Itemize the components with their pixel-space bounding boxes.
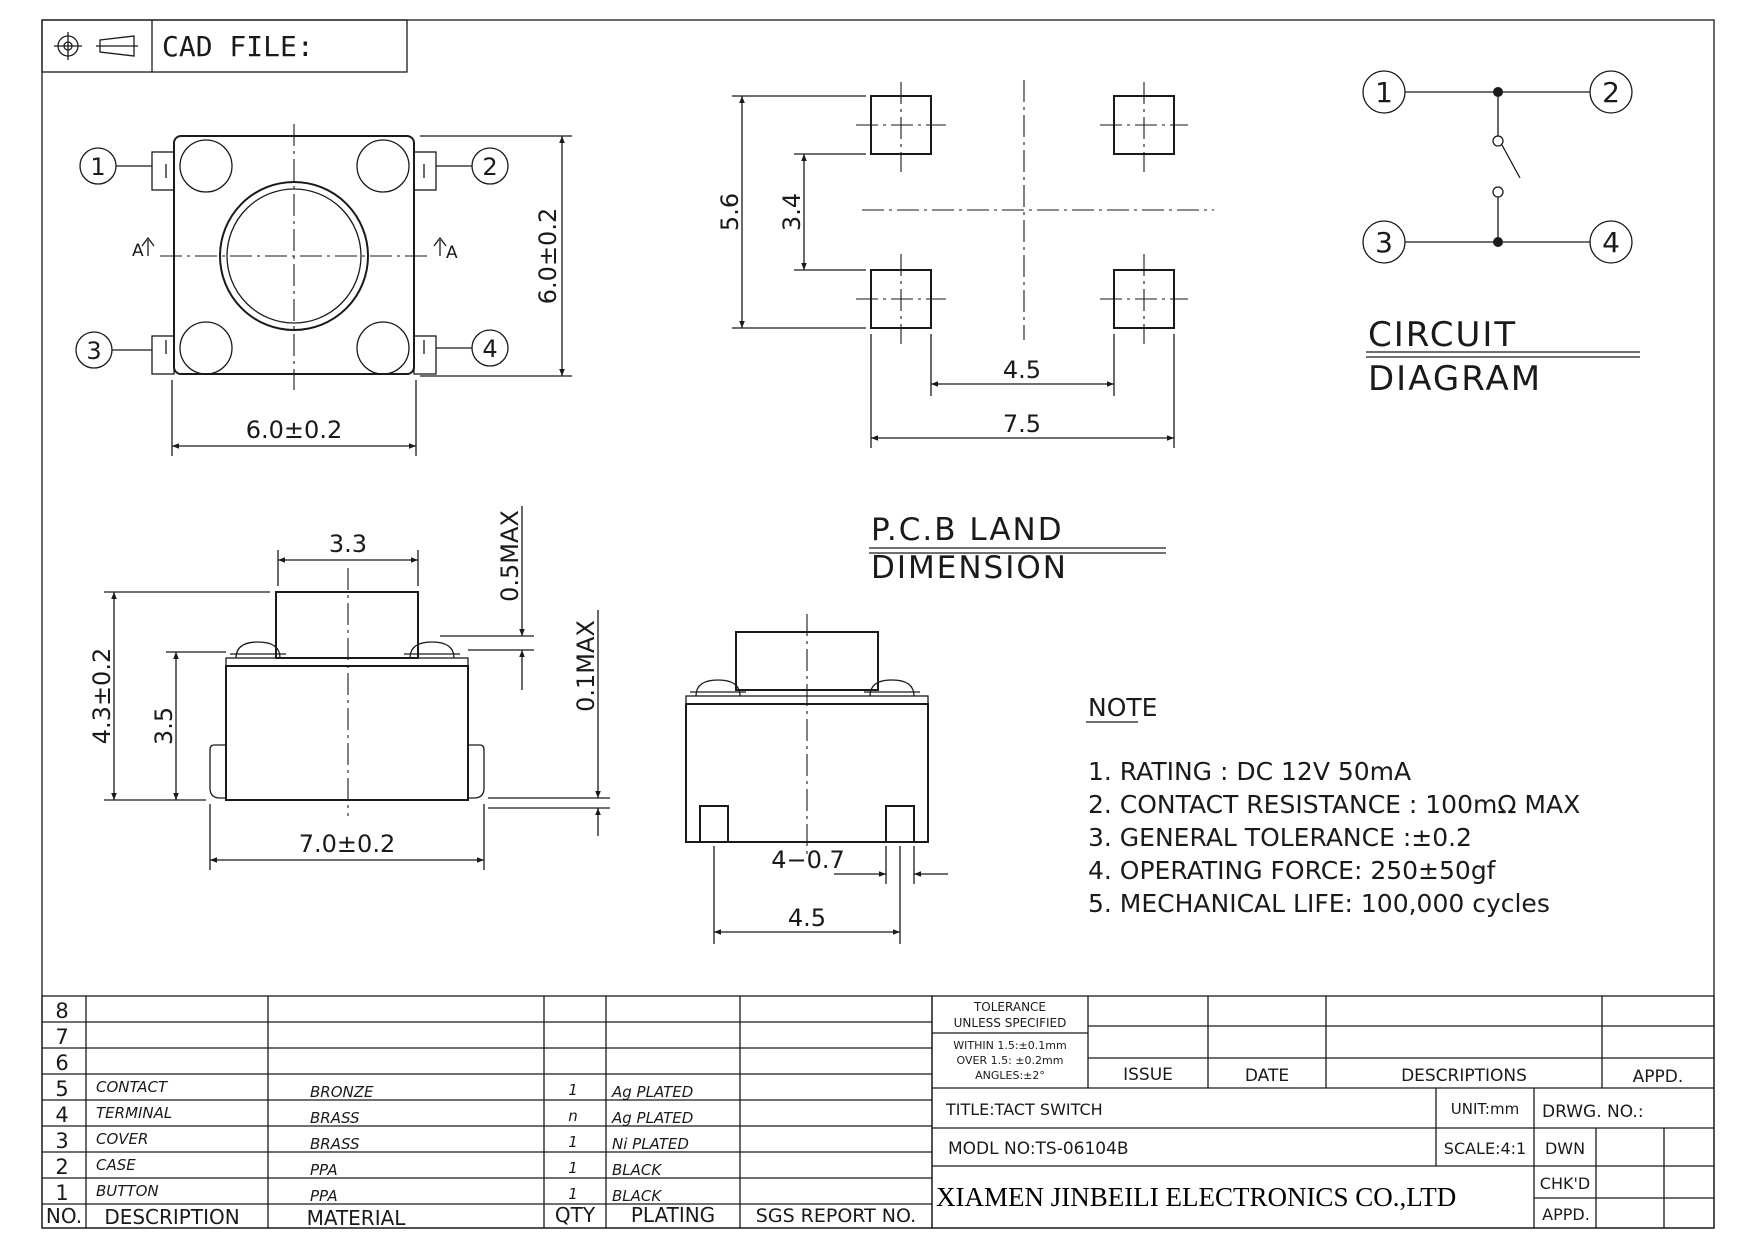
appd-label: APPD. xyxy=(1633,1067,1684,1087)
bom-row-material: PPA xyxy=(310,1161,338,1179)
notes-section: NOTE 1. RATING : DC 12V 50mA 2. CONTACT … xyxy=(1086,693,1580,918)
section-label-right: A xyxy=(446,243,458,263)
note-item: 1. RATING : DC 12V 50mA xyxy=(1088,757,1411,786)
bom-header-qty: QTY xyxy=(555,1203,596,1227)
pcb-land-view: 5.6 3.4 4.5 7.5 P.C.B LAND DIMENSION xyxy=(716,80,1214,586)
top-pin-4: 4 xyxy=(482,335,497,363)
bom-row-qty: n xyxy=(568,1107,578,1125)
bom-row-description: BUTTON xyxy=(96,1182,159,1200)
side-dim-3-3: 3.3 xyxy=(329,530,367,558)
circuit-diagram: 1 2 3 4 CIRCUIT DIAGRAM xyxy=(1362,70,1640,399)
top-height-dim: 6.0±0.2 xyxy=(534,208,562,304)
circuit-pin-2: 2 xyxy=(1602,76,1620,109)
bom-row-no: 8 xyxy=(55,999,68,1023)
bom-row-qty: 1 xyxy=(568,1185,578,1203)
tolerance-angles: ANGLES:±2° xyxy=(975,1069,1045,1082)
note-item: 4. OPERATING FORCE: 250±50gf xyxy=(1088,856,1497,885)
bom-table: 8 7 6 5 4 3 2 1 CONTACT TERMINAL COVER C… xyxy=(41,995,933,1230)
bom-row-qty: 1 xyxy=(568,1159,578,1177)
bom-row-no: 2 xyxy=(55,1155,68,1179)
descriptions-label: DESCRIPTIONS xyxy=(1401,1066,1527,1086)
top-pin-3: 3 xyxy=(86,337,101,365)
drawing-number-label: DRWG. NO.: xyxy=(1542,1102,1644,1122)
top-width-dim: 6.0±0.2 xyxy=(246,416,342,444)
bom-row-no: 7 xyxy=(55,1025,68,1049)
circuit-pin-3: 3 xyxy=(1375,226,1393,259)
bom-row-qty: 1 xyxy=(568,1133,578,1151)
cad-file-label: CAD FILE: xyxy=(162,30,314,63)
date-label: DATE xyxy=(1245,1066,1289,1086)
bom-row-material: BRONZE xyxy=(310,1083,374,1101)
bom-row-material: BRASS xyxy=(310,1135,360,1153)
bom-row-no: 6 xyxy=(55,1051,68,1075)
dwn-label: DWN xyxy=(1545,1139,1585,1158)
bom-row-material: BRASS xyxy=(310,1109,360,1127)
company-name: XIAMEN JINBEILI ELECTRONICS CO.,LTD xyxy=(936,1182,1456,1212)
bom-row-description: COVER xyxy=(96,1130,148,1148)
bom-header-plating: PLATING xyxy=(631,1203,715,1227)
model-number: MODL NO:TS-06104B xyxy=(948,1139,1129,1159)
note-item: 3. GENERAL TOLERANCE :±0.2 xyxy=(1088,823,1472,852)
side-view: 3.3 0.5MAX 4.3±0.2 3.5 0.1MAX 7.0±0.2 xyxy=(88,506,610,870)
front-view: 4−0.7 4.5 xyxy=(685,614,948,944)
bom-row-description: CONTACT xyxy=(96,1078,169,1096)
pcb-dim-5-6: 5.6 xyxy=(716,193,744,231)
side-dim-0-5max: 0.5MAX xyxy=(496,510,524,602)
bom-row-plating: BLACK xyxy=(612,1187,662,1205)
circuit-title-line2: DIAGRAM xyxy=(1368,359,1542,399)
bom-header-no: NO. xyxy=(46,1204,82,1228)
side-dim-7-0: 7.0±0.2 xyxy=(299,830,395,858)
issue-label: ISSUE xyxy=(1123,1065,1173,1085)
circuit-title-line1: CIRCUIT xyxy=(1368,315,1517,355)
bom-header-description: DESCRIPTION xyxy=(104,1205,239,1229)
bom-row-plating: BLACK xyxy=(612,1161,662,1179)
bom-row-description: TERMINAL xyxy=(96,1104,172,1122)
appd2-label: APPD. xyxy=(1542,1205,1590,1224)
bom-row-plating: Ag PLATED xyxy=(611,1083,693,1101)
drawing-border xyxy=(41,19,1715,1229)
pcb-dim-3-4: 3.4 xyxy=(778,193,806,231)
pcb-title-line2: DIMENSION xyxy=(871,550,1068,586)
scale-label: SCALE:4:1 xyxy=(1444,1139,1526,1158)
side-dim-3-5: 3.5 xyxy=(150,707,178,745)
section-label-left: A xyxy=(132,241,144,261)
tolerance-heading: TOLERANCE xyxy=(973,1000,1046,1014)
bom-row-plating: Ag PLATED xyxy=(611,1109,693,1127)
drawing-title: TITLE:TACT SWITCH xyxy=(945,1100,1103,1119)
projection-symbol-icon xyxy=(54,32,138,60)
note-item: 5. MECHANICAL LIFE: 100,000 cycles xyxy=(1088,889,1550,918)
top-pin-1: 1 xyxy=(90,153,105,181)
top-pin-2: 2 xyxy=(482,153,497,181)
bom-row-no: 3 xyxy=(55,1129,68,1153)
pcb-dim-7-5: 7.5 xyxy=(1003,410,1041,438)
pcb-dim-4-5: 4.5 xyxy=(1003,356,1041,384)
circuit-pin-1: 1 xyxy=(1375,76,1393,109)
chkd-label: CHK'D xyxy=(1540,1174,1590,1193)
pcb-title-line1: P.C.B LAND xyxy=(871,512,1064,548)
tolerance-over: OVER 1.5: ±0.2mm xyxy=(957,1054,1064,1067)
bom-header-sgs: SGS REPORT NO. xyxy=(756,1205,916,1227)
note-item: 2. CONTACT RESISTANCE : 100mΩ MAX xyxy=(1088,790,1580,819)
bom-row-plating: Ni PLATED xyxy=(612,1135,689,1153)
bom-row-no: 4 xyxy=(55,1103,68,1127)
bom-row-qty: 1 xyxy=(568,1081,578,1099)
front-dim-4-0-7: 4−0.7 xyxy=(771,846,845,874)
bom-row-material: PPA xyxy=(310,1187,338,1205)
tolerance-subheading: UNLESS SPECIFIED xyxy=(954,1016,1067,1030)
front-dim-4-5: 4.5 xyxy=(788,904,826,932)
top-view: A A 1 2 3 4 6.0±0.2 6.0±0.2 xyxy=(75,124,572,456)
header-box: CAD FILE: xyxy=(41,19,408,73)
unit-label: UNIT:mm xyxy=(1451,1100,1519,1118)
bom-row-no: 1 xyxy=(55,1181,68,1205)
circuit-pin-4: 4 xyxy=(1602,226,1620,259)
bom-row-no: 5 xyxy=(55,1077,68,1101)
side-dim-0-1max: 0.1MAX xyxy=(572,620,600,712)
bom-row-description: CASE xyxy=(96,1156,136,1174)
side-dim-4-3: 4.3±0.2 xyxy=(88,648,116,744)
tolerance-within: WITHIN 1.5:±0.1mm xyxy=(953,1039,1066,1052)
title-block: TOLERANCE UNLESS SPECIFIED WITHIN 1.5:±0… xyxy=(931,995,1715,1229)
bom-header-material: MATERIAL xyxy=(307,1206,407,1230)
notes-heading: NOTE xyxy=(1088,693,1157,722)
